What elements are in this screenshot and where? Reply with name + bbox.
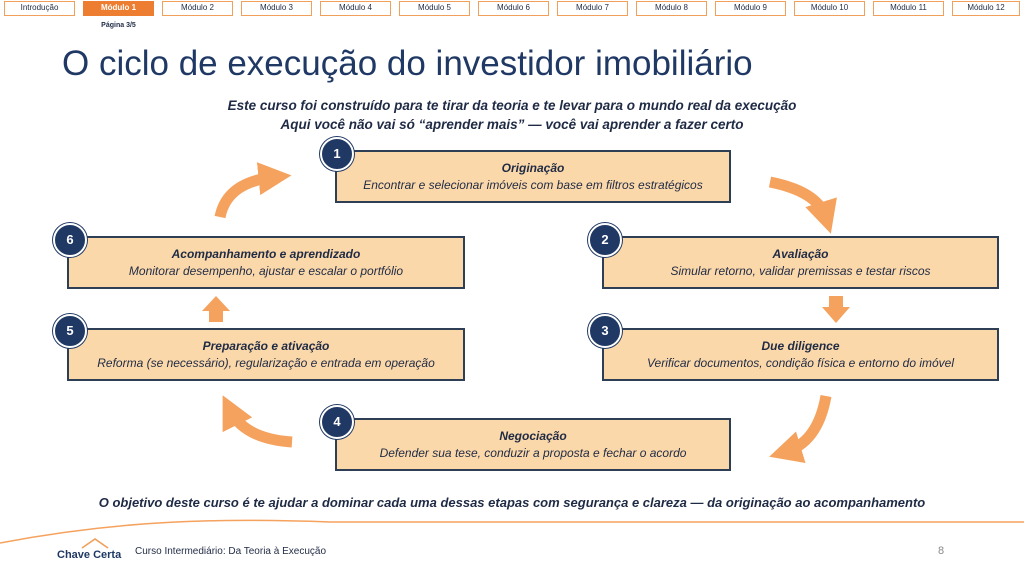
course-name: Curso Intermediário: Da Teoria à Execuçã… <box>135 546 327 557</box>
step-description: Simular retorno, validar premissas e tes… <box>670 264 931 278</box>
step-number-badge-5: 5 <box>53 314 87 348</box>
tab-modulo-6[interactable]: Módulo 6 <box>478 1 549 16</box>
arrow-1-to-2 <box>768 176 837 234</box>
step-box-negociacao: Negociação Defender sua tese, conduzir a… <box>335 418 731 471</box>
step-description: Defender sua tese, conduzir a proposta e… <box>379 446 687 460</box>
step-number-badge-4: 4 <box>320 405 354 439</box>
step-box-due-diligence: Due diligence Verificar documentos, cond… <box>602 328 999 381</box>
tab-modulo-12[interactable]: Módulo 12 <box>952 1 1020 16</box>
step-description: Monitorar desempenho, ajustar e escalar … <box>128 264 404 278</box>
tab-modulo-11[interactable]: Módulo 11 <box>873 1 944 16</box>
page-indicator: Página 3/5 <box>101 22 136 29</box>
step-title: Acompanhamento e aprendizado <box>171 247 361 261</box>
subtitle-line-2: Aqui você não vai só “aprender mais” — v… <box>280 117 744 132</box>
tab-introducao[interactable]: Introdução <box>4 1 75 16</box>
tab-modulo-10[interactable]: Módulo 10 <box>794 1 865 16</box>
slide-title: O ciclo de execução do investidor imobil… <box>62 44 753 83</box>
step-number-badge-1: 1 <box>320 137 354 171</box>
tab-modulo-5[interactable]: Módulo 5 <box>399 1 470 16</box>
page-number: 8 <box>938 545 945 557</box>
step-box-acompanhamento: Acompanhamento e aprendizado Monitorar d… <box>67 236 465 289</box>
tab-modulo-7[interactable]: Módulo 7 <box>557 1 628 16</box>
step-number-badge-3: 3 <box>588 314 622 348</box>
arrow-5-to-6 <box>202 296 230 322</box>
footer-decoration <box>0 519 1024 544</box>
step-title: Due diligence <box>761 339 840 353</box>
arrow-6-to-1 <box>214 162 292 219</box>
step-title: Avaliação <box>772 247 829 261</box>
tab-modulo-3[interactable]: Módulo 3 <box>241 1 312 16</box>
step-description: Reforma (se necessário), regularização e… <box>97 356 435 370</box>
arrow-4-to-5 <box>222 395 293 448</box>
house-logo-icon <box>81 538 109 549</box>
brand-name: Chave Certa <box>57 549 122 561</box>
step-box-originacao: Originação Encontrar e selecionar imóvei… <box>335 150 731 203</box>
step-description: Encontrar e selecionar imóveis com base … <box>363 178 703 192</box>
tab-modulo-4[interactable]: Módulo 4 <box>320 1 391 16</box>
tab-modulo-9[interactable]: Módulo 9 <box>715 1 786 16</box>
module-nav: Introdução Módulo 1 Módulo 2 Módulo 3 Mó… <box>0 0 1024 22</box>
step-box-avaliacao: Avaliação Simular retorno, validar premi… <box>602 236 999 289</box>
step-title: Negociação <box>499 429 567 443</box>
step-description: Verificar documentos, condição física e … <box>646 356 955 370</box>
step-title: Originação <box>501 161 565 175</box>
subtitle-line-1: Este curso foi construído para te tirar … <box>227 98 797 113</box>
arrow-3-to-4 <box>769 394 832 464</box>
step-box-preparacao: Preparação e ativação Reforma (se necess… <box>67 328 465 381</box>
course-objective: O objetivo deste curso é te ajudar a dom… <box>98 495 926 510</box>
tab-modulo-8[interactable]: Módulo 8 <box>636 1 707 16</box>
step-number-badge-2: 2 <box>588 223 622 257</box>
tab-modulo-2[interactable]: Módulo 2 <box>162 1 233 16</box>
tab-modulo-1[interactable]: Módulo 1 <box>83 1 154 16</box>
step-title: Preparação e ativação <box>202 339 330 353</box>
arrow-2-to-3 <box>822 296 850 323</box>
step-number-badge-6: 6 <box>53 223 87 257</box>
